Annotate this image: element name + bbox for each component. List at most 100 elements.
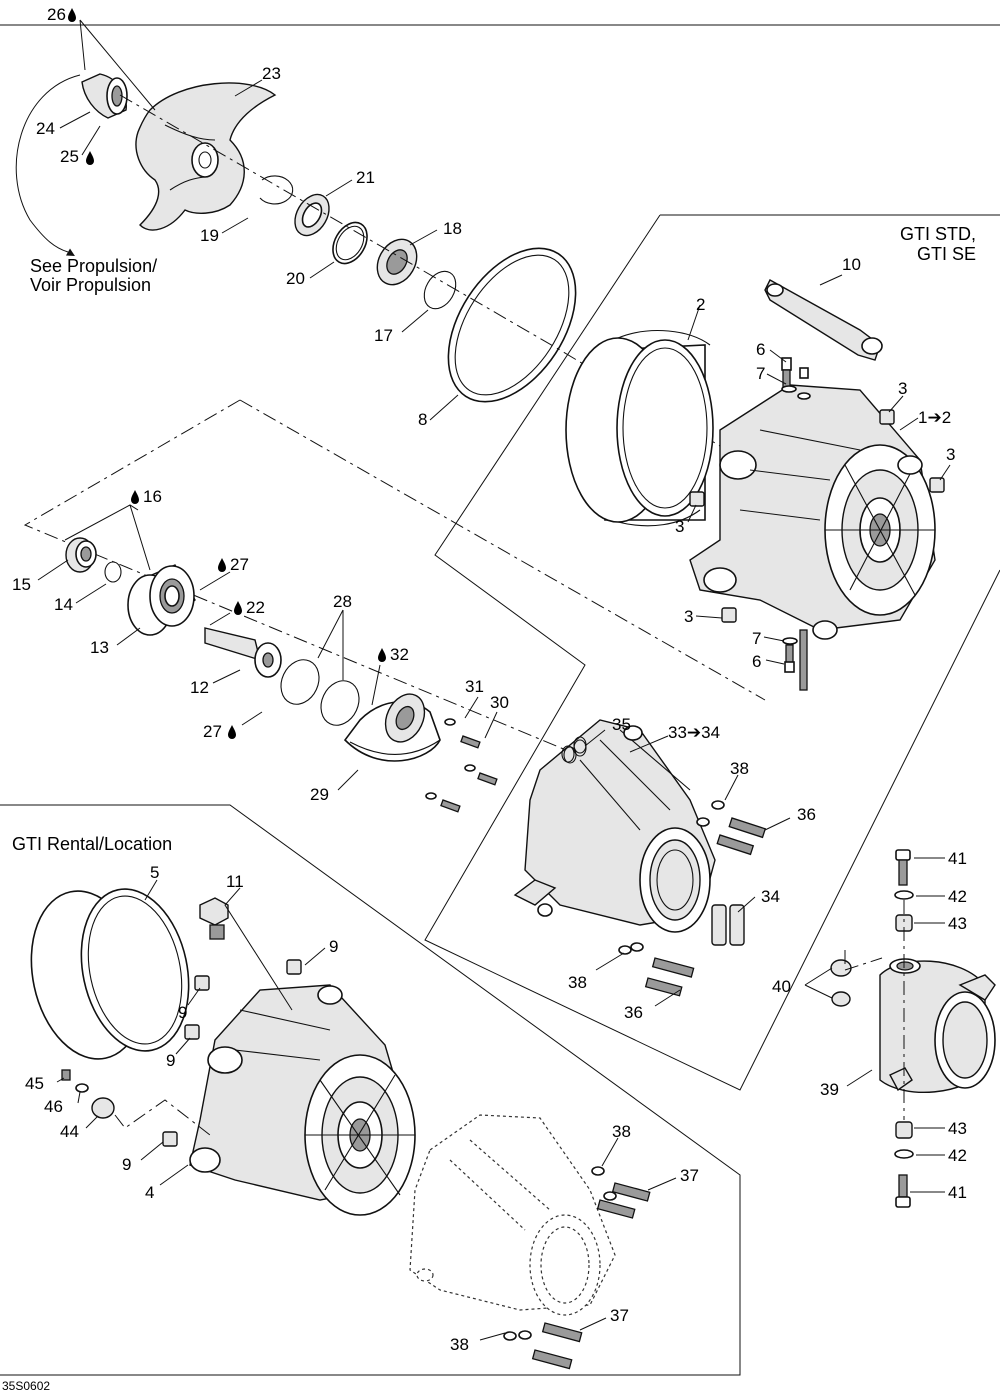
callout-41-a: 41 — [948, 849, 967, 868]
callout-36-a: 36 — [797, 805, 816, 824]
callout-9-d: 9 — [122, 1155, 131, 1174]
venturi-bolts-lower — [618, 942, 695, 997]
leader-lines — [37, 19, 951, 1341]
callout-7-bottom: 7 — [752, 629, 761, 648]
drain-plug — [199, 897, 229, 940]
callout-8: 8 — [418, 410, 427, 429]
diagram-id: 35S0602 — [2, 1379, 50, 1393]
callout-13: 13 — [90, 638, 109, 657]
drop-icon — [218, 558, 226, 572]
drop-icon — [378, 648, 386, 662]
inserts-3 — [689, 409, 945, 623]
large-o-ring — [447, 247, 577, 403]
callout-30: 30 — [490, 693, 509, 712]
callout-25: 25 — [60, 147, 79, 166]
support-bracket — [764, 279, 883, 361]
venturi-bolts-rental-upper — [591, 1166, 651, 1219]
steering-nozzle — [830, 849, 996, 1208]
callout-9-a: 9 — [329, 937, 338, 956]
impeller-group — [81, 73, 577, 403]
callout-10: 10 — [842, 255, 861, 274]
callout-6-top: 6 — [756, 340, 765, 359]
callout-7-top: 7 — [756, 364, 765, 383]
callout-20: 20 — [286, 269, 305, 288]
venturi-std — [513, 719, 745, 946]
drop-icon — [86, 151, 94, 165]
drop-icon — [228, 725, 236, 739]
section-label-gti-se: GTI SE — [917, 244, 976, 264]
callout-43-b: 43 — [948, 1119, 967, 1138]
gti-std-panel-outline — [424, 214, 1000, 1091]
callout-29: 29 — [310, 785, 329, 804]
o-ring — [332, 221, 368, 265]
callout-3-b: 3 — [946, 445, 955, 464]
o-ring-small — [423, 270, 457, 310]
callout-19: 19 — [200, 226, 219, 245]
callout-18: 18 — [443, 219, 462, 238]
callout-34: 34 — [761, 887, 780, 906]
callout-3-c: 3 — [675, 517, 684, 536]
pump-housing-std — [689, 384, 936, 640]
wear-ring-std — [565, 329, 714, 527]
callout-41-b: 41 — [948, 1183, 967, 1202]
callout-22: 22 — [246, 598, 265, 617]
venturi-bolts-rental-lower — [503, 1322, 583, 1370]
wear-ring-rental — [30, 888, 190, 1060]
screw-washer-bottom — [782, 629, 808, 691]
callout-40: 40 — [772, 977, 791, 996]
section-label-gti-rental: GTI Rental/Location — [12, 834, 172, 854]
callout-28: 28 — [333, 592, 352, 611]
callout-37-b: 37 — [610, 1306, 629, 1325]
callout-32: 32 — [390, 645, 409, 664]
callout-14: 14 — [54, 595, 73, 614]
propulsion-ref-curve — [15, 74, 81, 253]
callout-5: 5 — [150, 863, 159, 882]
callout-17: 17 — [374, 326, 393, 345]
drop-icon — [131, 490, 139, 504]
propulsion-ref-line2: Voir Propulsion — [30, 275, 151, 295]
callout-11: 11 — [226, 872, 244, 891]
bearing-group — [65, 537, 498, 813]
callout-labels: 26 23 24 25 21 19 18 20 17 10 2 8 6 7 3 … — [12, 5, 967, 1354]
callout-35: 35 — [612, 715, 631, 734]
callout-45: 45 — [25, 1074, 44, 1093]
callout-21: 21 — [356, 168, 375, 187]
callout-15: 15 — [12, 575, 31, 594]
section-label-gti-std: GTI STD, — [900, 224, 976, 244]
circlip — [259, 175, 294, 205]
callout-24: 24 — [36, 119, 55, 138]
callout-16: 16 — [143, 487, 162, 506]
callout-46: 46 — [44, 1097, 63, 1116]
callout-6-bottom: 6 — [752, 652, 761, 671]
callout-38-d: 38 — [450, 1335, 469, 1354]
callout-9-c: 9 — [166, 1051, 175, 1070]
callout-27-b: 27 — [203, 722, 222, 741]
callout-43-a: 43 — [948, 914, 967, 933]
callout-42-a: 42 — [948, 887, 967, 906]
venturi-rental-ghost — [409, 1114, 616, 1316]
callout-37-a: 37 — [680, 1166, 699, 1185]
callout-38-a: 38 — [730, 759, 749, 778]
impeller-hub — [191, 142, 219, 178]
venturi-bolts-upper — [696, 800, 767, 856]
screw-washer-top — [781, 357, 811, 400]
callout-38-c: 38 — [612, 1122, 631, 1141]
callout-42-b: 42 — [948, 1146, 967, 1165]
callout-38-b: 38 — [568, 973, 587, 992]
inserts-9 — [162, 959, 302, 1147]
callout-44: 44 — [60, 1122, 79, 1141]
drop-icon — [68, 8, 76, 22]
callout-9-b: 9 — [178, 1003, 187, 1022]
callout-4: 4 — [145, 1183, 154, 1202]
callout-3-a: 3 — [898, 379, 907, 398]
callout-33-to-34: 33➔34 — [668, 723, 720, 742]
bearing-dashed-box — [23, 399, 591, 761]
callout-3-d: 3 — [684, 607, 693, 626]
anode-screw — [61, 1069, 115, 1119]
pump-housing-rental — [189, 984, 416, 1216]
drop-icon — [234, 601, 242, 615]
callout-1-to-2: 1➔2 — [918, 408, 951, 427]
callout-31: 31 — [465, 677, 484, 696]
